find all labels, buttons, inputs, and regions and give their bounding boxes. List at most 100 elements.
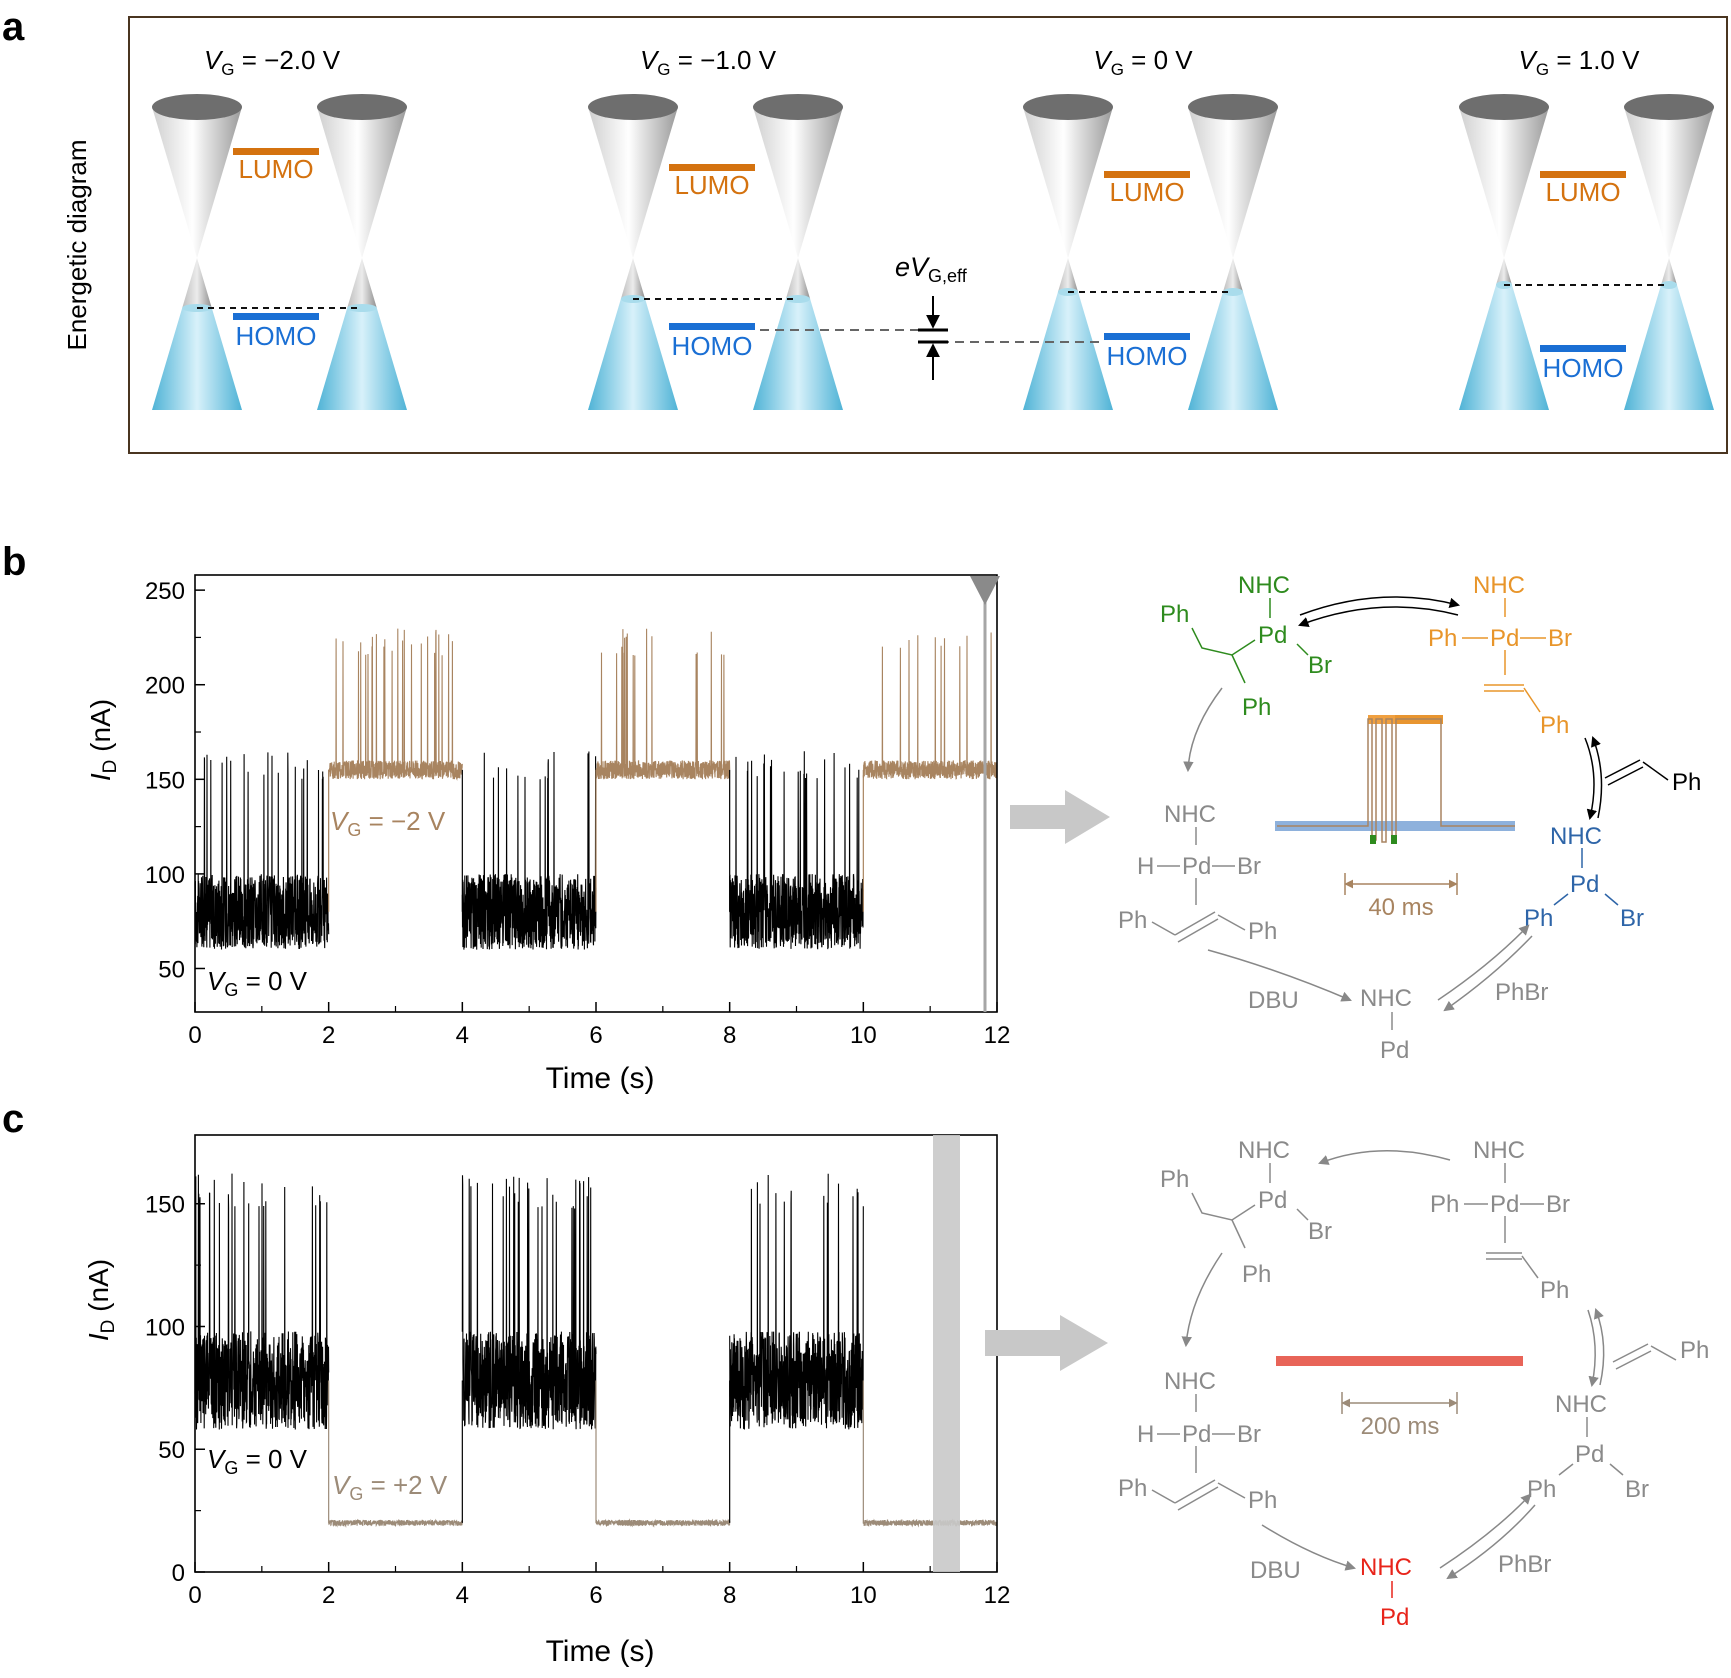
svg-text:Pd: Pd [1570, 871, 1599, 898]
svg-text:Br: Br [1546, 1191, 1570, 1218]
y-tick-label: 50 [158, 956, 185, 983]
gate-voltage-label: VG = 0 V [1093, 45, 1193, 79]
cone-top-cap [1459, 94, 1549, 120]
svg-text:Ph: Ph [1242, 1261, 1271, 1288]
svg-text:Pd: Pd [1575, 1441, 1604, 1468]
svg-text:Br: Br [1308, 652, 1332, 679]
svg-text:Br: Br [1625, 1476, 1649, 1503]
panel-b-x-axis-label: Time (s) [546, 1062, 655, 1095]
panel-a-letter: a [2, 5, 25, 49]
svg-text:H: H [1137, 1421, 1154, 1448]
svg-text:Ph: Ph [1248, 1487, 1277, 1514]
svg-text:Ph: Ph [1672, 769, 1701, 796]
svg-text:Br: Br [1237, 1421, 1261, 1448]
svg-text:Pd: Pd [1380, 1604, 1409, 1631]
x-tick-label: 0 [188, 1022, 201, 1049]
trace-segment [862, 632, 998, 780]
homo-level [669, 323, 755, 330]
x-tick-label: 12 [984, 1022, 1011, 1049]
svg-text:Ph: Ph [1527, 1476, 1556, 1503]
y-tick-label: 100 [145, 862, 185, 889]
svg-text:Pd: Pd [1182, 1421, 1211, 1448]
fermi-surface [785, 295, 811, 303]
dirac-cone-upper [317, 107, 407, 258]
svg-text:NHC: NHC [1238, 1137, 1290, 1164]
x-tick-label: 10 [850, 1022, 877, 1049]
dirac-cone-empty [347, 258, 377, 308]
x-tick-label: 2 [322, 1582, 335, 1609]
dirac-cone-empty [1222, 258, 1244, 292]
svg-text:Ph: Ph [1540, 712, 1569, 739]
time-window-highlight [933, 1135, 960, 1572]
svg-text:Ph: Ph [1428, 625, 1457, 652]
panel-c-y-axis-label: ID (nA) [83, 1259, 119, 1341]
dirac-cone-filled [1188, 292, 1278, 410]
panel-b-letter: b [2, 540, 26, 584]
dirac-cone-upper [152, 107, 242, 258]
trace-segment [862, 1518, 998, 1528]
x-tick-label: 12 [984, 1582, 1011, 1609]
dirac-cone-filled [1624, 285, 1714, 410]
svg-text:PhBr: PhBr [1498, 1551, 1551, 1578]
svg-text:Ph: Ph [1540, 1277, 1569, 1304]
x-tick-label: 8 [723, 1582, 736, 1609]
lumo-level [669, 164, 755, 171]
eff-gate-label: eVG,eff [895, 252, 968, 286]
c-bottom-complex: NHC Pd DBU PhBr [1250, 1551, 1551, 1631]
fermi-surface [1222, 288, 1244, 296]
lumo-level [1104, 171, 1190, 178]
svg-text:NHC: NHC [1550, 823, 1602, 850]
dirac-cone-filled [1459, 285, 1549, 410]
green-complex: NHC Pd Br Ph Ph [1160, 572, 1332, 721]
x-tick-label: 6 [589, 1022, 602, 1049]
dirac-cone-filled [152, 308, 242, 410]
dirac-cone-empty [182, 258, 212, 308]
dirac-cone-upper [1188, 107, 1278, 258]
homo-label: HOMO [672, 331, 753, 361]
homo-level [1540, 345, 1626, 352]
svg-text:Pd: Pd [1490, 1191, 1519, 1218]
gate-voltage-label: VG = −2.0 V [204, 45, 341, 79]
svg-text:Ph: Ph [1524, 905, 1553, 932]
panel-c-x-axis-label: Time (s) [546, 1635, 655, 1668]
lumo-label: LUMO [1545, 177, 1620, 207]
y-tick-label: 150 [145, 767, 185, 794]
svg-text:Br: Br [1237, 853, 1261, 880]
x-tick-label: 2 [322, 1022, 335, 1049]
svg-text:Pd: Pd [1490, 625, 1519, 652]
svg-text:PhBr: PhBr [1495, 979, 1548, 1006]
lumo-level [233, 148, 319, 155]
panel-c-vg-annotation: VG = +2 V [332, 1470, 448, 1504]
homo-level [1104, 333, 1190, 340]
cone-top-cap [152, 94, 242, 120]
lumo-label: LUMO [1109, 177, 1184, 207]
cone-top-cap [588, 94, 678, 120]
svg-text:Ph: Ph [1118, 1475, 1147, 1502]
trace-segment [461, 1175, 597, 1430]
cone-top-cap [1188, 94, 1278, 120]
x-tick-label: 4 [456, 1022, 469, 1049]
svg-text:Ph: Ph [1248, 918, 1277, 945]
c-top-left-complex: NHC Pd Br Ph Ph [1160, 1137, 1332, 1288]
svg-text:NHC: NHC [1555, 1391, 1607, 1418]
panel-c-scheme: NHC Pd Br Ph Ph NHC Ph Pd Br Ph [1118, 1137, 1709, 1631]
y-tick-label: 100 [145, 1314, 185, 1341]
lumo-label: LUMO [674, 170, 749, 200]
trace-segment [194, 752, 330, 950]
svg-text:NHC: NHC [1238, 572, 1290, 599]
svg-text:DBU: DBU [1250, 1557, 1301, 1584]
x-tick-label: 6 [589, 1582, 602, 1609]
fermi-surface [347, 304, 377, 312]
svg-text:Ph: Ph [1160, 1166, 1189, 1193]
dirac-cone-upper [1023, 107, 1113, 258]
panel-b-scheme: NHC Pd Br Ph Ph NHC Ph Pd Br Ph [1118, 572, 1701, 1064]
dirac-cone-empty [1661, 258, 1677, 285]
cone-top-cap [1023, 94, 1113, 120]
blue-complex: NHC Pd Ph Br [1524, 823, 1644, 932]
x-tick-label: 4 [456, 1582, 469, 1609]
